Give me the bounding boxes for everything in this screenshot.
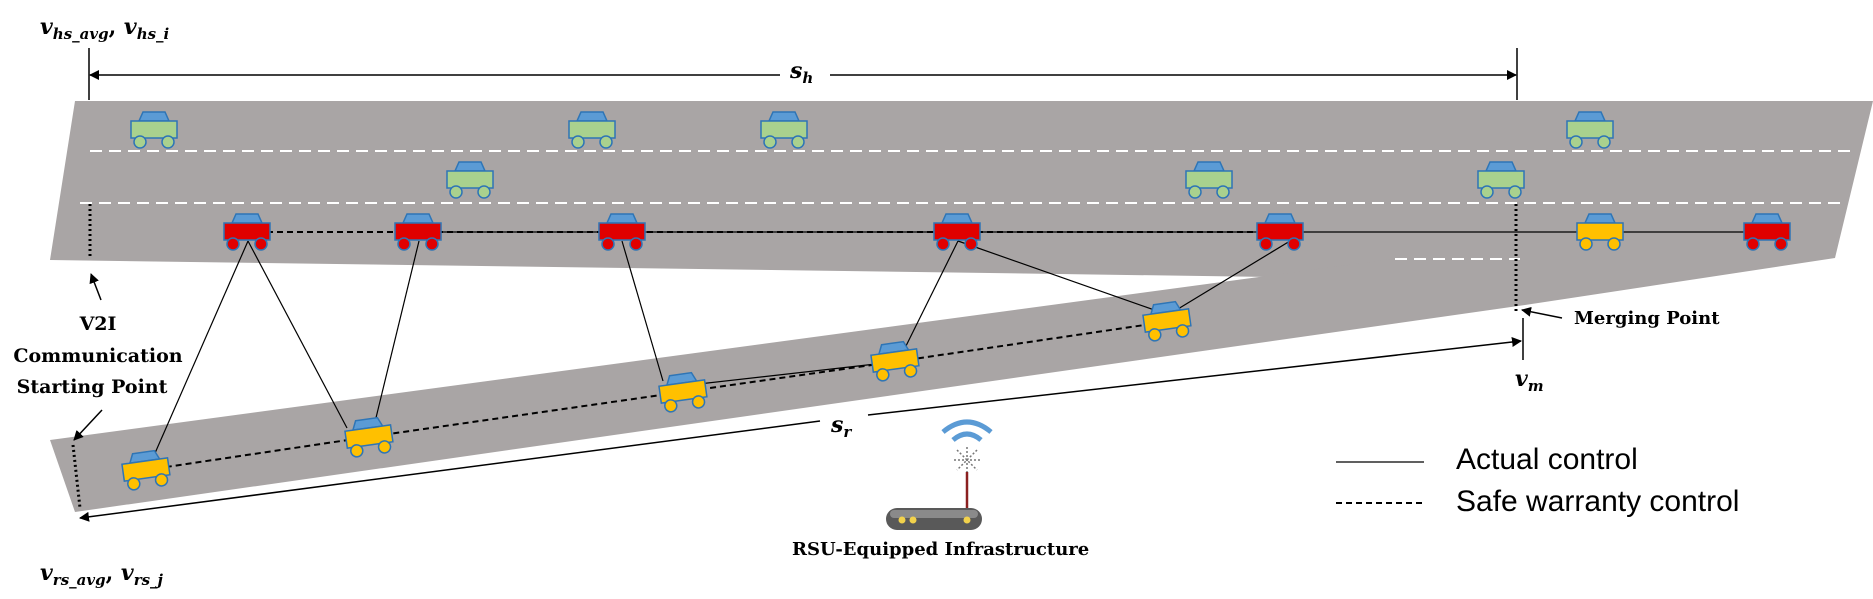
highway-road	[50, 101, 1873, 280]
sr-arrow-left	[79, 420, 821, 522]
ramp-road	[50, 258, 1835, 512]
v2i-label-line2: Communication	[13, 345, 182, 367]
legend-safe-label: Safe warranty control	[1456, 485, 1739, 518]
legend: Actual control Safe warranty control	[1336, 443, 1739, 518]
v2i-pointer-arrow	[89, 273, 102, 301]
safe-control-line-ramp	[145, 321, 1166, 471]
actual-control-ramp-a	[689, 361, 894, 386]
top-speed-label: vhs_avg, vhs_i	[40, 14, 170, 43]
merge-pointer-arrow	[1521, 306, 1563, 319]
sr-label: sr	[830, 412, 852, 441]
vm-label: vm	[1515, 366, 1544, 395]
sh-label: sh	[789, 58, 813, 87]
rsu-device	[886, 419, 993, 530]
bottom-speed-label: vrs_avg, vrs_j	[40, 560, 164, 589]
ramp-start-marker	[71, 444, 82, 509]
actual-control-links	[151, 240, 1291, 461]
merging-point-label: Merging Point	[1574, 308, 1720, 329]
sr-arrow-right	[867, 337, 1522, 416]
v2i-label-line1: V2I	[79, 313, 117, 335]
rsu-label: RSU-Equipped Infrastructure	[792, 539, 1089, 560]
ramp-start-pointer-arrow	[73, 409, 103, 441]
v2i-label-line3: Starting Point	[17, 376, 168, 398]
legend-actual-label: Actual control	[1456, 443, 1638, 476]
